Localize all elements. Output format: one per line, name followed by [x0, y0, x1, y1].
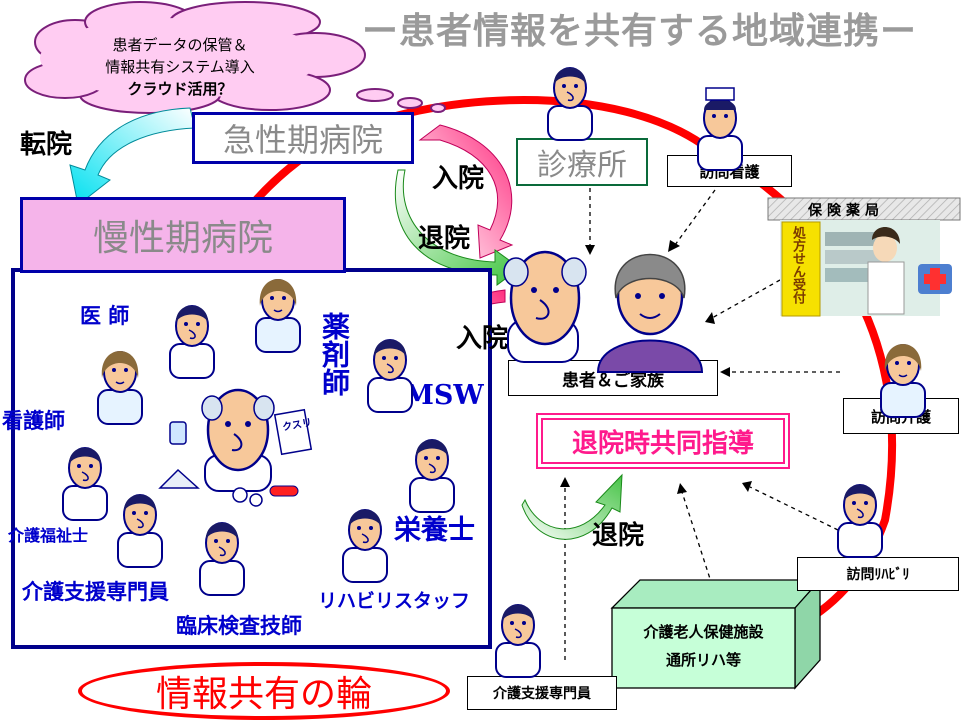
cloud-line-3: クラウド活用？: [127, 80, 233, 98]
discharge-guidance-box: 退院時共同指導: [536, 413, 790, 469]
cloud-shape: [24, 1, 366, 114]
page-title: ー患者情報を共有する地域連携ー: [362, 11, 918, 52]
dashed-arrows: [564, 188, 840, 660]
patient-family-label: 患者＆ご家族: [562, 370, 664, 391]
home-nursing-box: 訪問看護: [667, 155, 792, 187]
pharmacy-sign: 処方せん受付: [786, 226, 805, 304]
discharge-arrow-bottom: [521, 473, 623, 540]
msw-label: MSW: [404, 380, 484, 411]
home-care-box: 訪問介護: [843, 398, 959, 434]
care-worker-label: 介護福祉士: [8, 526, 89, 545]
rehab-staff-label: リハビリスタッフ: [318, 590, 471, 612]
care-manager-bottom-label: 介護支援専門員: [493, 686, 591, 702]
home-rehab-box: 訪問ﾘﾊﾋﾞﾘ: [797, 557, 959, 591]
discharge-guidance-label: 退院時共同指導: [571, 428, 754, 459]
lab-technician-label: 臨床検査技師: [176, 614, 302, 638]
home-nursing-label: 訪問看護: [699, 162, 760, 181]
care-manager-bottom-box: 介護支援専門員: [467, 676, 617, 710]
pharmacist-text: 薬剤師: [318, 312, 351, 396]
admission-label-mid: 入院: [456, 324, 509, 354]
discharge-label-top: 退院: [418, 224, 471, 254]
pharmacy-picture: [780, 220, 952, 317]
home-care-label: 訪問介護: [870, 407, 931, 426]
nurse-label: 看護師: [2, 409, 65, 433]
info-ring: 情報共有の輪: [78, 662, 450, 720]
cloud-line-2: 情報共有システム導入: [105, 58, 255, 76]
doctor-label: 医 師: [80, 304, 130, 328]
care-manager-label: 介護支援専門員: [22, 580, 169, 604]
admission-arrow-top: [418, 124, 514, 259]
chronic-hospital-box: 慢性期病院: [20, 197, 346, 273]
patient-family-box: 患者＆ご家族: [508, 360, 718, 396]
pharmacy-sign-text: 処方せん受付: [790, 226, 805, 304]
pharmacy-label: 保険薬局: [808, 203, 884, 219]
dietitian-label: 栄養士: [394, 515, 475, 546]
facility-box: [610, 578, 822, 690]
home-rehab-label: 訪問ﾘﾊﾋﾞﾘ: [846, 567, 910, 583]
chronic-hospital-label: 慢性期病院: [92, 218, 273, 259]
transfer-label: 転院: [20, 130, 73, 160]
discharge-label-bottom: 退院: [592, 521, 645, 551]
admission-label-top: 入院: [432, 164, 485, 194]
clinic-label: 診療所: [537, 148, 627, 183]
clinic-box: 診療所: [516, 138, 648, 186]
acute-hospital-box: 急性期病院: [192, 112, 414, 164]
dashed-arrowheads: [560, 240, 752, 494]
facility-line-1: 介護老人保健施設: [643, 623, 764, 641]
pharmacist-label: 薬剤師: [318, 312, 354, 396]
acute-hospital-label: 急性期病院: [222, 121, 383, 159]
facility-line-2: 通所リハ等: [665, 651, 741, 669]
info-ring-label: 情報共有の輪: [155, 674, 372, 715]
facility-text: 介護老人保健施設 通所リハ等: [612, 618, 795, 674]
transfer-arrow: [69, 107, 196, 206]
cloud-line-1: 患者データの保管＆: [112, 36, 248, 54]
cloud-text: 患者データの保管＆ 情報共有システム導入 クラウド活用？: [70, 34, 290, 100]
